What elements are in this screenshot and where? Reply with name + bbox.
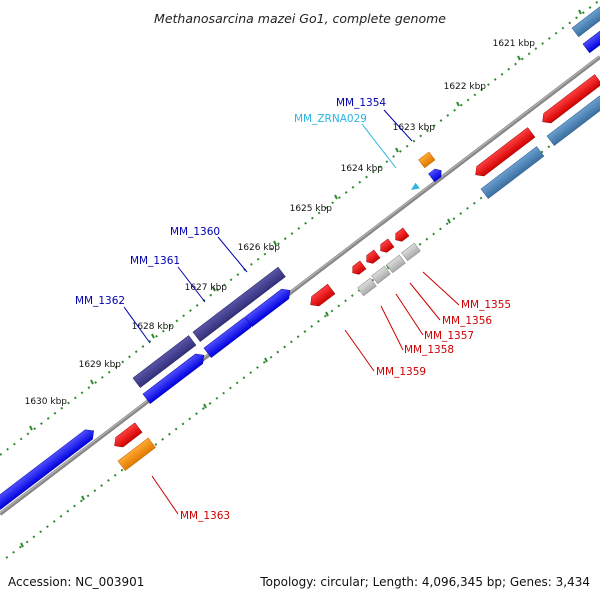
label-mm1361[interactable]: MM_1361 [130,255,180,267]
gene-mm1355 [395,227,410,242]
gene-labels: MM_1354 MM_ZRNA029 MM_1360 MM_1361 MM_13… [75,97,511,522]
genome-title: Methanosarcina mazei Go1, complete genom… [154,11,446,26]
gene-gray-1 [401,242,421,262]
gene-features-upper [0,3,600,510]
leader-mm1359 [344,329,375,372]
label-mm1355[interactable]: MM_1355 [461,299,511,311]
genome-backbone [0,55,600,516]
label-mm1354[interactable]: MM_1354 [336,97,386,109]
tick-mark [517,55,521,61]
tick-mark [29,425,33,431]
leader-mm1360 [217,236,248,273]
gene-blue-3 [142,353,205,404]
label-mm1358[interactable]: MM_1358 [404,344,454,356]
leader-mm1361 [177,266,206,303]
gene-red-2 [475,127,536,177]
tick-mark [456,101,460,107]
gene-orange-1 [418,151,436,169]
tick-label: 1623 kbp [393,123,436,133]
tick-mark [578,9,582,15]
gene-blue-2 [244,288,291,327]
gene-mm1357 [366,249,381,264]
accession-text: Accession: NC_003901 [8,575,144,589]
upper-ticks [29,9,582,431]
label-mm1356[interactable]: MM_1356 [442,315,492,327]
leader-mm1354 [383,109,413,142]
gene-blue-4 [0,429,94,510]
label-mm1359[interactable]: MM_1359 [376,366,426,378]
label-mm1357[interactable]: MM_1357 [424,330,474,342]
label-mm1362[interactable]: MM_1362 [75,295,125,307]
leader-mm1357 [395,293,424,336]
gene-steel-3 [480,146,545,199]
genome-summary-text: Topology: circular; Length: 4,096,345 bp… [259,575,590,589]
gene-mm1354 [428,168,442,183]
rna-zrna029 [411,182,420,190]
tick-mark [203,403,207,409]
gene-mm1356 [380,238,395,253]
tick-mark [20,542,24,548]
leader-mm1358 [380,305,404,351]
tick-label: 1630 kbp [25,397,68,407]
gene-gray-3 [371,265,391,285]
tick-label: 1626 kbp [238,243,281,253]
tick-mark [81,495,85,501]
tick-label: 1621 kbp [493,39,536,49]
leader-zrna029 [361,123,397,169]
label-mm1360[interactable]: MM_1360 [170,226,220,238]
gene-blue-1 [582,25,600,54]
gene-mm1362 [132,335,197,388]
tick-label: 1624 kbp [341,164,384,174]
gene-mm1359 [310,283,336,307]
tick-labels: 1621 kbp 1622 kbp 1623 kbp 1624 kbp 1625… [25,39,536,407]
gene-gray-4 [357,277,377,297]
tick-label: 1629 kbp [79,360,122,370]
tick-mark [264,357,268,363]
gene-steel-1 [571,3,600,38]
gene-red-3 [114,422,143,448]
tick-mark [212,286,216,292]
gene-red-1 [542,74,600,124]
gene-gray-2 [386,254,406,274]
tick-label: 1622 kbp [444,82,487,92]
gene-mm1360 [192,266,286,342]
tick-mark [273,240,277,246]
leader-mm1355 [422,271,460,306]
gene-steel-2 [546,95,600,146]
tick-mark [395,147,399,153]
label-mm1363[interactable]: MM_1363 [180,510,230,522]
tick-label: 1628 kbp [132,322,175,332]
label-leaders [123,109,460,515]
tick-mark [325,311,329,317]
tick-mark [334,194,338,200]
tick-mark [90,379,94,385]
gene-mm1358 [352,260,367,275]
tick-label: 1625 kbp [290,204,333,214]
tick-label: 1627 kbp [185,283,228,293]
tick-mark [151,333,155,339]
gene-features-lower [114,74,600,471]
label-zrna029[interactable]: MM_ZRNA029 [294,113,367,125]
tick-mark [447,218,451,224]
leader-mm1362 [123,306,151,344]
upper-scale-dots [0,0,600,456]
leader-mm1356 [409,282,441,321]
gene-mm1363 [117,437,156,471]
leader-mm1363 [151,475,179,515]
